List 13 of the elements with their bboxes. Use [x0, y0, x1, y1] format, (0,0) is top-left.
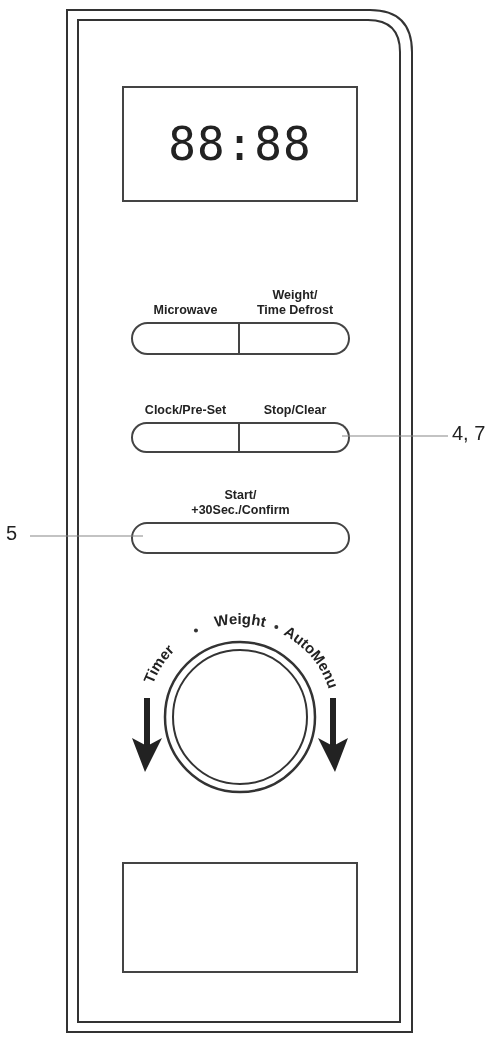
display-digits: 88:88: [168, 117, 312, 171]
display-window: [122, 86, 358, 202]
callout-number: 5: [6, 522, 18, 544]
leader-line: [29, 535, 144, 537]
dial-label: Weight: [212, 609, 268, 631]
callout-number: 4, 7: [452, 422, 486, 444]
leader-line: [341, 435, 449, 437]
button-label: Weight/ Time Defrost: [255, 287, 335, 318]
button-label: Stop/Clear: [262, 402, 328, 418]
button-label: Start/ +30Sec./Confirm: [190, 487, 291, 518]
button-label: Microwave: [152, 302, 219, 318]
window-box: [122, 862, 358, 973]
button-label: Clock/Pre-Set: [143, 402, 228, 418]
